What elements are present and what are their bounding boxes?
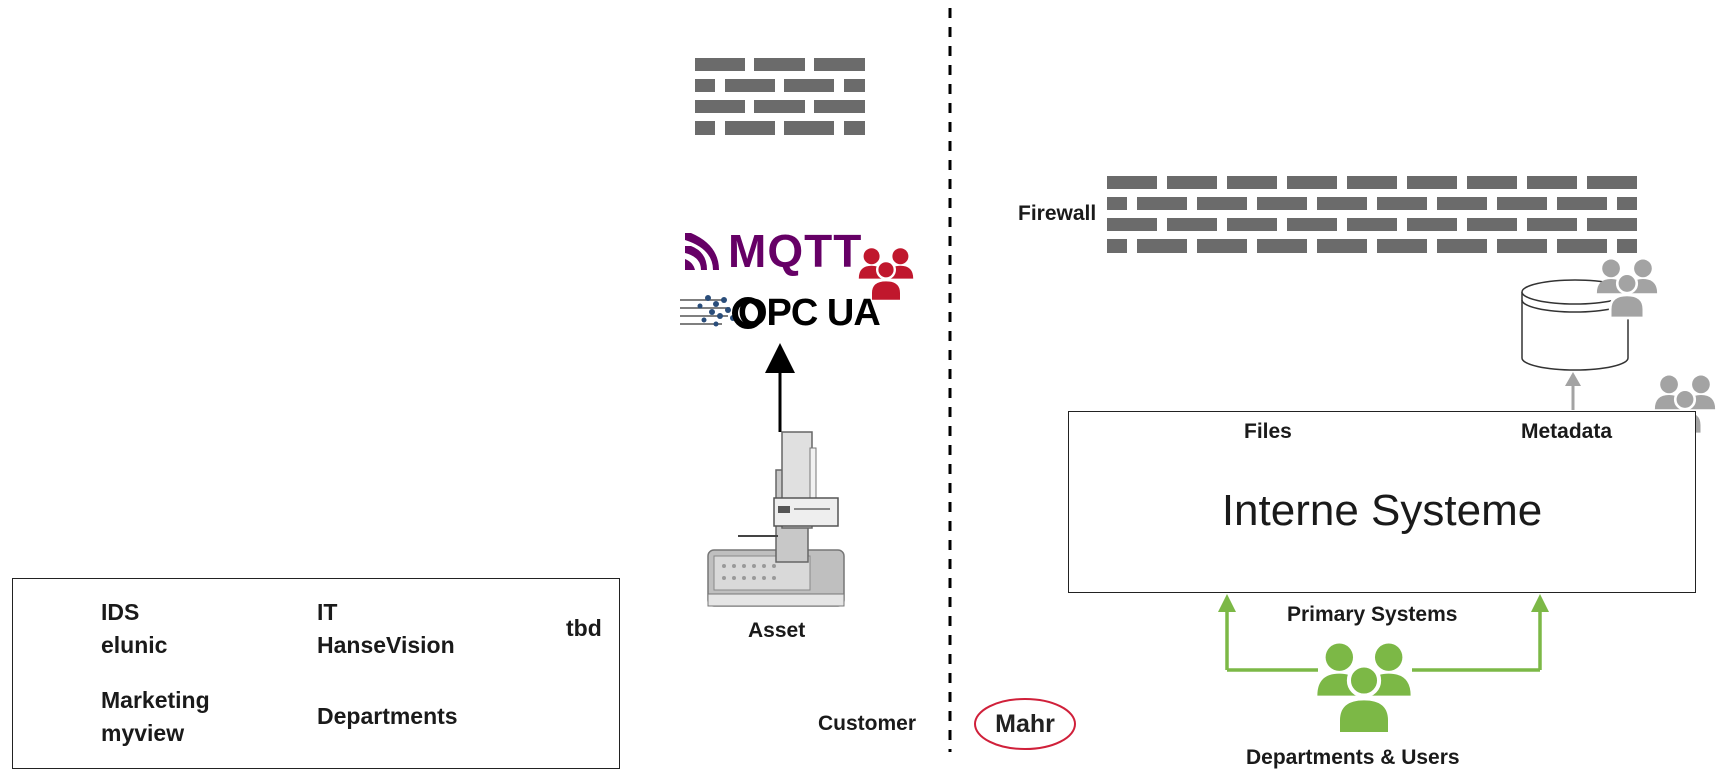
legend-box (12, 578, 620, 769)
opcua-swoosh-icon (680, 295, 764, 329)
primary-systems-label: Primary Systems (1287, 603, 1458, 626)
customer-label: Customer (818, 712, 917, 735)
legend-it-label: IT (317, 599, 338, 625)
asset-label: Asset (748, 619, 806, 642)
firewall-small-icon (695, 58, 865, 135)
mahr-logo-ring (974, 698, 1076, 750)
interne-systeme-box: Files Metadata Interne Systeme (1068, 411, 1696, 593)
opcua-logo-text: OPC UA (738, 292, 881, 334)
firewall-large-icon (1107, 176, 1637, 253)
mqtt-logo-text: MQTT (728, 225, 863, 277)
legend-myview-label: myview (101, 720, 185, 746)
legend-marketing-label: Marketing (101, 687, 210, 713)
main-box-title: Interne Systeme (1221, 486, 1543, 535)
mqtt-signal-icon (685, 233, 719, 270)
mahr-logo-text: Mahr (995, 710, 1055, 738)
metadata-label: Metadata (1521, 420, 1613, 443)
asset-device-icon (707, 431, 845, 607)
firewall-label: Firewall (1018, 202, 1097, 225)
database-icon (1521, 279, 1629, 371)
departments-users-label: Departments & Users (1246, 746, 1460, 769)
metadata-to-database-arrow (1565, 372, 1581, 410)
departments-connector-lines (1218, 594, 1549, 672)
legend-elunic-label: elunic (101, 632, 168, 658)
legend-hansevision-label: HanseVision (317, 632, 455, 658)
legend-tbd-label: tbd (566, 615, 602, 641)
files-label: Files (1244, 420, 1292, 443)
legend-ids-label: IDS (101, 599, 140, 625)
departments-people-icon (1317, 643, 1410, 734)
legend-departments-label: Departments (317, 703, 458, 729)
